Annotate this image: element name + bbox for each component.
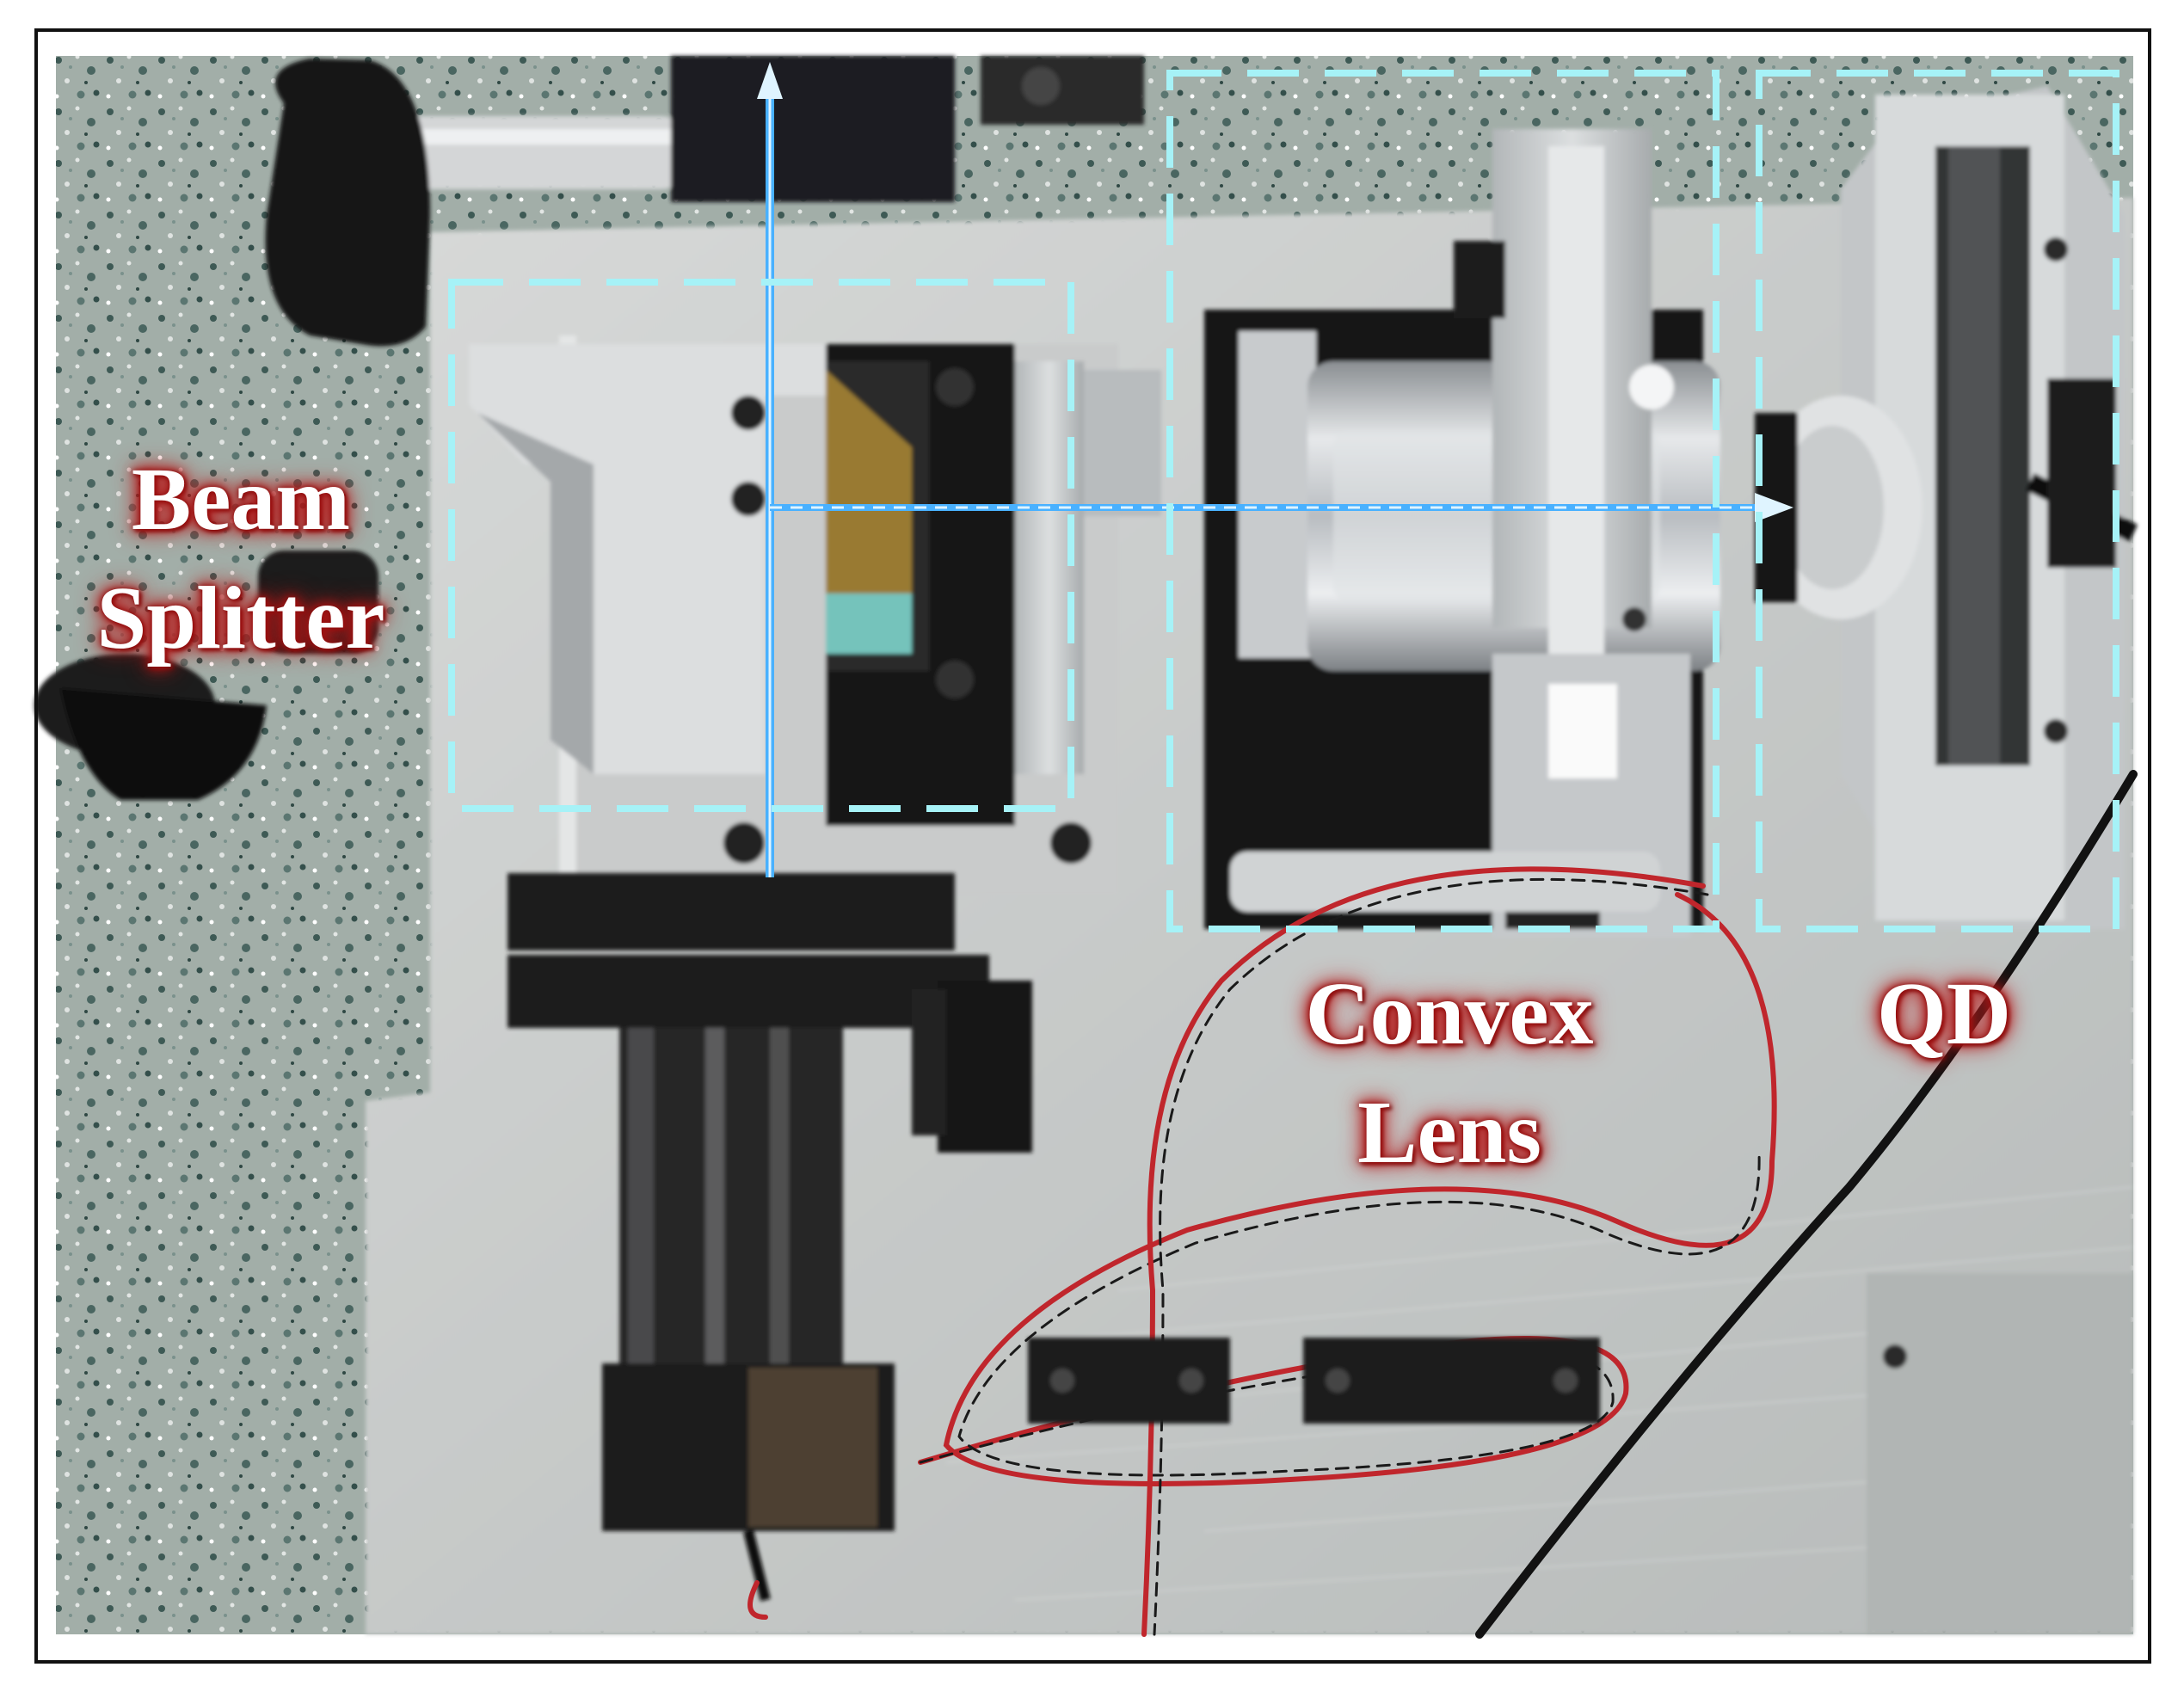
photo: [34, 56, 2138, 1639]
laser-beam-path: [753, 62, 1793, 882]
convex-lens-box: [1166, 70, 1720, 932]
left-posts: [34, 551, 378, 800]
convex-lens-label-line-1: Convex: [1305, 964, 1594, 1063]
beam-splitter-box: [448, 279, 1074, 812]
convex-lens-label-line-2: Lens: [1357, 1083, 1541, 1182]
linear-stage: [508, 873, 1032, 1602]
figure-frame: [34, 28, 2151, 1664]
cable-clamps: [1028, 1338, 1600, 1424]
rotary-knob: [265, 56, 1144, 347]
beam-splitter-label-line-2: Splitter: [96, 569, 385, 668]
qd-box: [1756, 70, 2119, 932]
beam-splitter-label-line-1: Beam: [131, 450, 351, 549]
qd-label: QD: [1832, 955, 2056, 1074]
beam-right-arrow-icon: [1755, 493, 1793, 522]
beam-up-arrow-icon: [757, 62, 783, 99]
convex-lens-label: Convex Lens: [1252, 955, 1647, 1192]
beam-splitter-label: Beam Splitter: [60, 440, 421, 678]
component-outlines: [448, 70, 2119, 932]
qd-label-text: QD: [1877, 964, 2011, 1063]
beam-splitter-mount: [469, 335, 1161, 895]
qd-detector-assembly: [1755, 86, 2138, 929]
